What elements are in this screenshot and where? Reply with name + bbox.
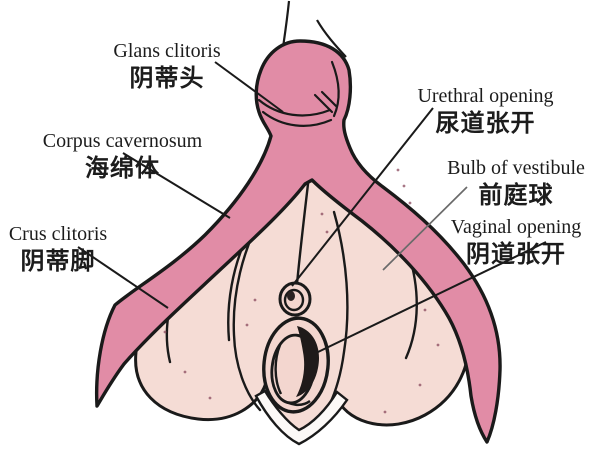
label-urethral-opening-zh: 尿道张开: [435, 110, 536, 137]
label-crus-clitoris: Crus clitoris 阴蒂脚: [2, 223, 114, 275]
label-vaginal-opening-zh: 阴道张开: [466, 241, 566, 268]
label-urethral-opening: Urethral opening 尿道张开: [408, 85, 563, 137]
label-corpus-cavernosum-zh: 海绵体: [85, 155, 160, 182]
perineum-strip-shape: [254, 389, 349, 446]
leader-lines: [77, 61, 547, 353]
label-corpus-cavernosum: Corpus cavernosum 海绵体: [30, 130, 215, 182]
corpus-cavernosum-and-crura-shape: [94, 39, 502, 444]
glans-fold-lines: [257, 60, 340, 127]
leader-bulb: [382, 186, 468, 271]
urethral-opening-shape: [278, 281, 312, 317]
vaginal-opening-shape: [262, 316, 330, 414]
label-urethral-opening-en: Urethral opening: [417, 85, 554, 107]
label-bulb-of-vestibule-zh: 前庭球: [478, 182, 554, 209]
label-corpus-cavernosum-en: Corpus cavernosum: [42, 130, 203, 152]
label-crus-clitoris-zh: 阴蒂脚: [20, 248, 96, 275]
leader-urethral: [291, 107, 434, 287]
label-vaginal-opening: Vaginal opening 阴道张开: [445, 216, 587, 268]
label-glans-clitoris-zh: 阴蒂头: [129, 65, 205, 92]
leader-glans: [214, 61, 284, 113]
leader-crus: [77, 246, 169, 309]
label-vaginal-opening-en: Vaginal opening: [450, 216, 582, 238]
stipple-dots: [148, 168, 440, 414]
label-crus-clitoris-en: Crus clitoris: [8, 223, 108, 245]
label-glans-clitoris-en: Glans clitoris: [113, 40, 221, 62]
label-bulb-of-vestibule-en: Bulb of vestibule: [447, 157, 585, 179]
label-glans-clitoris: Glans clitoris 阴蒂头: [88, 40, 246, 92]
leader-vaginal: [317, 241, 547, 353]
leader-corpus: [122, 152, 231, 219]
suspensory-line-right: [316, 19, 347, 58]
label-bulb-of-vestibule: Bulb of vestibule 前庭球: [438, 157, 594, 209]
